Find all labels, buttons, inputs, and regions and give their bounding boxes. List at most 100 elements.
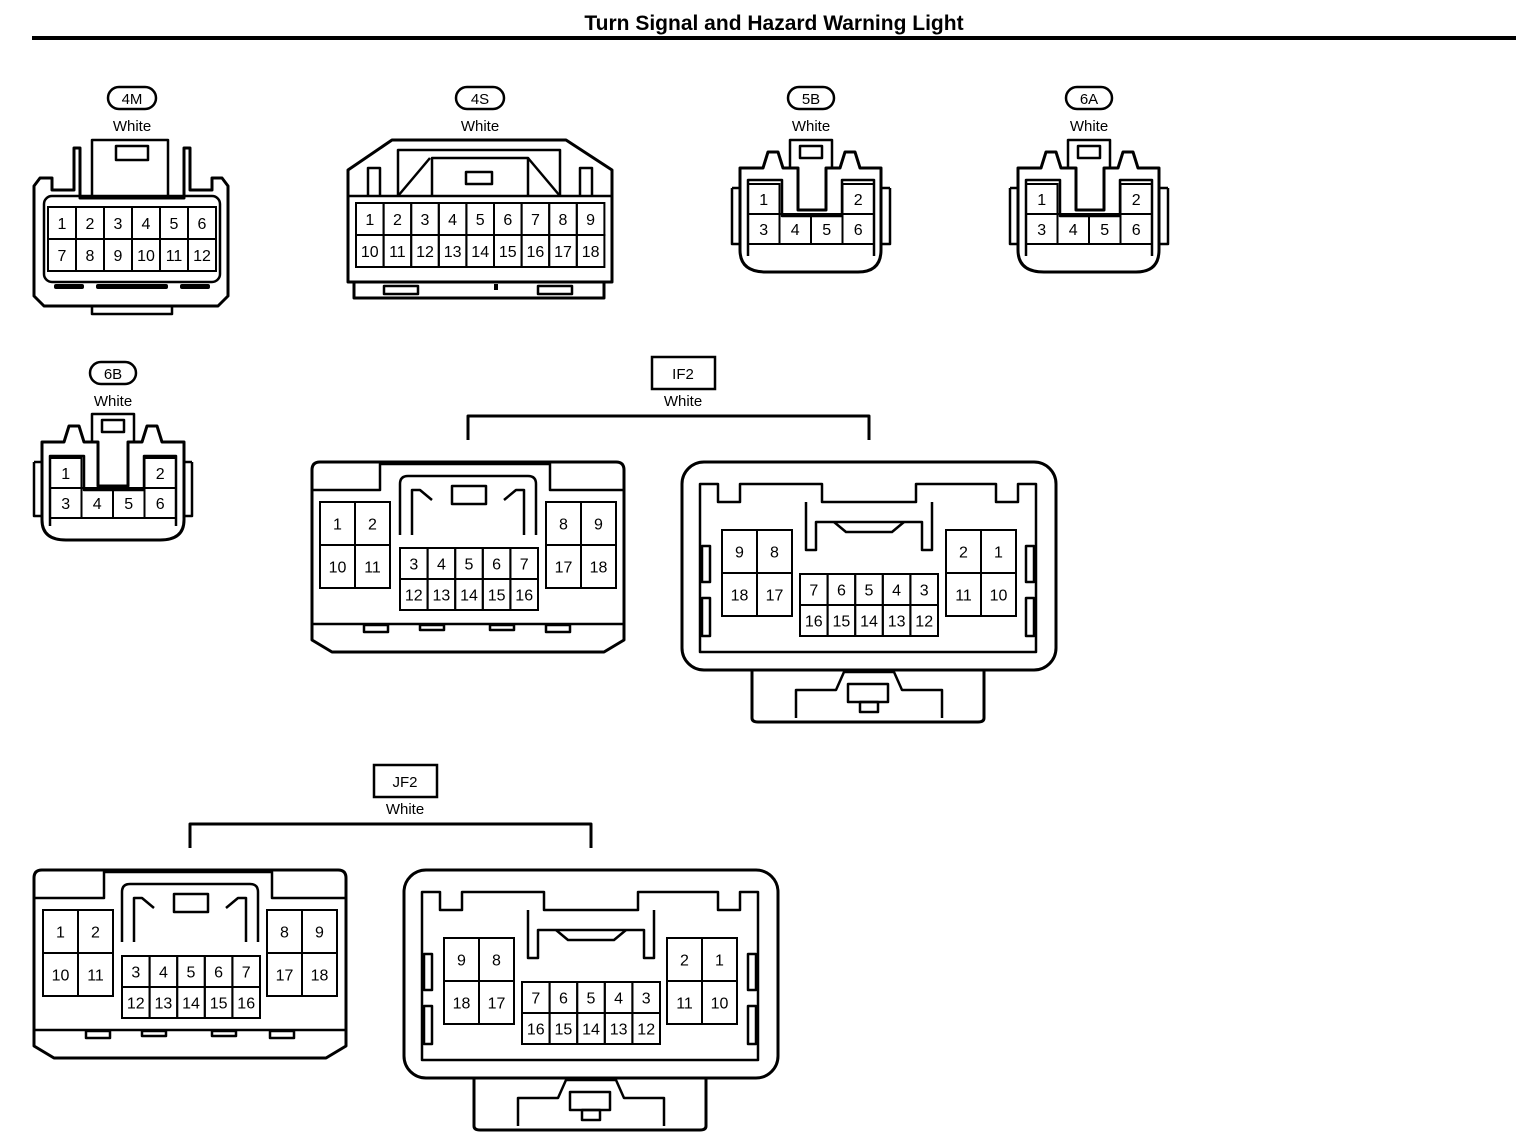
connector-JF2-female-housing [402, 868, 780, 1132]
pin-number: 3 [61, 496, 70, 513]
pin-number: 10 [361, 244, 379, 261]
pin-cell [580, 544, 617, 589]
pin-cell [143, 487, 177, 519]
pin-number: 13 [610, 1022, 628, 1039]
pin-cell [701, 980, 738, 1025]
connector-IF2-male-housing [310, 460, 626, 654]
pin-number: 16 [527, 244, 545, 261]
connector-5B-color: White [792, 118, 830, 135]
connector-IF2-female-housing [680, 460, 1058, 724]
pin-number: 11 [87, 968, 104, 985]
pin-number: 1 [56, 925, 65, 942]
connector-JF2-badge [372, 763, 439, 799]
pin-number: 12 [127, 996, 145, 1013]
pin-cell [354, 544, 391, 589]
pin-number: 6 [854, 222, 863, 239]
pin-number: 18 [582, 244, 600, 261]
connector-6B-housing [32, 412, 194, 542]
pin-number: 7 [809, 583, 818, 600]
pin-number: 5 [1100, 222, 1109, 239]
pin-cell [77, 952, 114, 997]
pin-cell [187, 238, 217, 272]
connector-4S-badge [454, 85, 506, 111]
pin-number: 17 [766, 588, 784, 605]
pin-number: 2 [91, 925, 100, 942]
pin-number: 1 [61, 466, 70, 483]
pin-number: 6 [837, 583, 846, 600]
pin-number: 18 [731, 588, 749, 605]
pin-number: 2 [1132, 192, 1141, 209]
pin-number: 16 [237, 996, 255, 1013]
pin-number: 5 [465, 557, 474, 574]
pin-number: 14 [860, 614, 878, 631]
pin-cell [478, 980, 515, 1025]
pin-number: 4 [159, 965, 168, 982]
pin-number: 10 [52, 968, 70, 985]
pin-number: 15 [210, 996, 228, 1013]
pin-number: 8 [492, 953, 501, 970]
pin-number: 4 [448, 212, 457, 229]
pin-number: 12 [193, 248, 211, 265]
pin-cell [631, 1012, 662, 1045]
pin-number: 18 [590, 560, 608, 577]
pin-number: 5 [587, 991, 596, 1008]
pin-number: 9 [457, 953, 466, 970]
pin-number: 17 [554, 244, 572, 261]
pin-number: 6 [492, 557, 501, 574]
connector-4M-color: White [113, 118, 151, 135]
pin-number: 12 [405, 588, 423, 605]
pin-number: 15 [499, 244, 517, 261]
pin-number: 1 [58, 216, 67, 233]
pin-number: 5 [476, 212, 485, 229]
pin-number: 9 [594, 517, 603, 534]
connector-4M-badge [106, 85, 158, 111]
pin-number: 13 [888, 614, 906, 631]
pin-number: 4 [614, 991, 623, 1008]
pin-number: 5 [124, 496, 133, 513]
connector-6A-badge [1064, 85, 1114, 111]
pin-cell [231, 986, 261, 1019]
pin-number: 4 [892, 583, 901, 600]
pin-number: 15 [488, 588, 506, 605]
pin-cell [756, 572, 793, 617]
pin-number: 2 [959, 545, 968, 562]
connector-IF2-bracket [466, 414, 871, 440]
pin-number: 7 [58, 248, 67, 265]
pin-number: 18 [453, 996, 471, 1013]
connector-JF2-bracket [188, 822, 593, 848]
pin-number: 6 [559, 991, 568, 1008]
pin-number: 14 [582, 1022, 600, 1039]
pin-number: 9 [315, 925, 324, 942]
pin-number: 14 [471, 244, 489, 261]
pin-number: 10 [990, 588, 1008, 605]
connector-4S-color: White [461, 118, 499, 135]
pin-number: 8 [86, 248, 95, 265]
pin-number: 13 [155, 996, 173, 1013]
pin-cell [909, 604, 940, 637]
pin-number: 8 [770, 545, 779, 562]
pin-number: 12 [915, 614, 933, 631]
pin-number: 7 [242, 965, 251, 982]
pin-number: 11 [676, 996, 693, 1013]
pin-number: 6 [214, 965, 223, 982]
pin-number: 7 [531, 991, 540, 1008]
pin-number: 3 [421, 212, 430, 229]
connector-JF2-male-housing [32, 868, 348, 1060]
connector-6A-code: 6A [1080, 91, 1098, 108]
pin-number: 16 [527, 1022, 545, 1039]
pin-number: 8 [559, 212, 568, 229]
connector-4M-housing [32, 138, 230, 316]
connector-6B-badge [88, 360, 138, 386]
pin-number: 14 [460, 588, 478, 605]
pin-number: 2 [368, 517, 377, 534]
